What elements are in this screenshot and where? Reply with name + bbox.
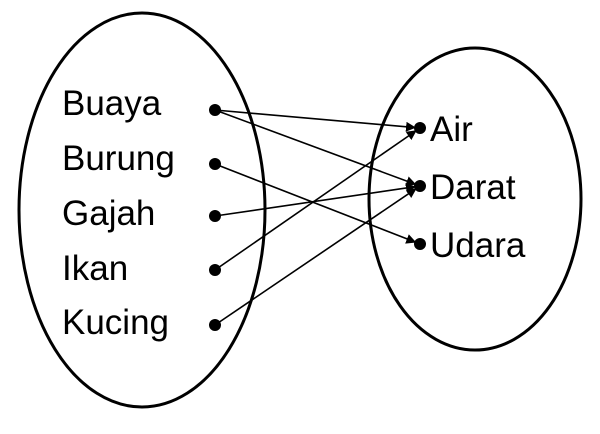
relation-arrows: [214, 109, 417, 326]
codomain-items: Air Darat Udara: [414, 110, 526, 265]
domain-label-ikan: Ikan: [62, 249, 128, 288]
domain-point-buaya: [209, 104, 221, 116]
arrow-kucing-to-darat: [214, 188, 417, 326]
codomain-label-air: Air: [430, 110, 473, 149]
domain-point-gajah: [209, 210, 221, 222]
codomain-point-udara: [414, 238, 426, 250]
domain-label-burung: Burung: [62, 139, 175, 178]
domain-label-gajah: Gajah: [62, 194, 155, 233]
domain-point-burung: [209, 158, 221, 170]
codomain-label-udara: Udara: [430, 226, 526, 265]
codomain-label-darat: Darat: [430, 168, 516, 207]
domain-label-kucing: Kucing: [62, 303, 169, 342]
arrow-buaya-to-darat: [214, 109, 417, 186]
arrow-burung-to-udara: [214, 163, 417, 244]
domain-label-buaya: Buaya: [62, 84, 162, 123]
arrow-buaya-to-air: [214, 109, 417, 132]
codomain-set-ellipse: [367, 46, 583, 352]
arrow-ikan-to-air: [214, 130, 417, 271]
domain-set-ellipse: [17, 11, 267, 409]
domain-point-ikan: [209, 264, 221, 276]
codomain-point-darat: [414, 180, 426, 192]
codomain-point-air: [414, 122, 426, 134]
domain-items: Buaya Burung Gajah Ikan Kucing: [62, 84, 221, 342]
domain-point-kucing: [209, 319, 221, 331]
